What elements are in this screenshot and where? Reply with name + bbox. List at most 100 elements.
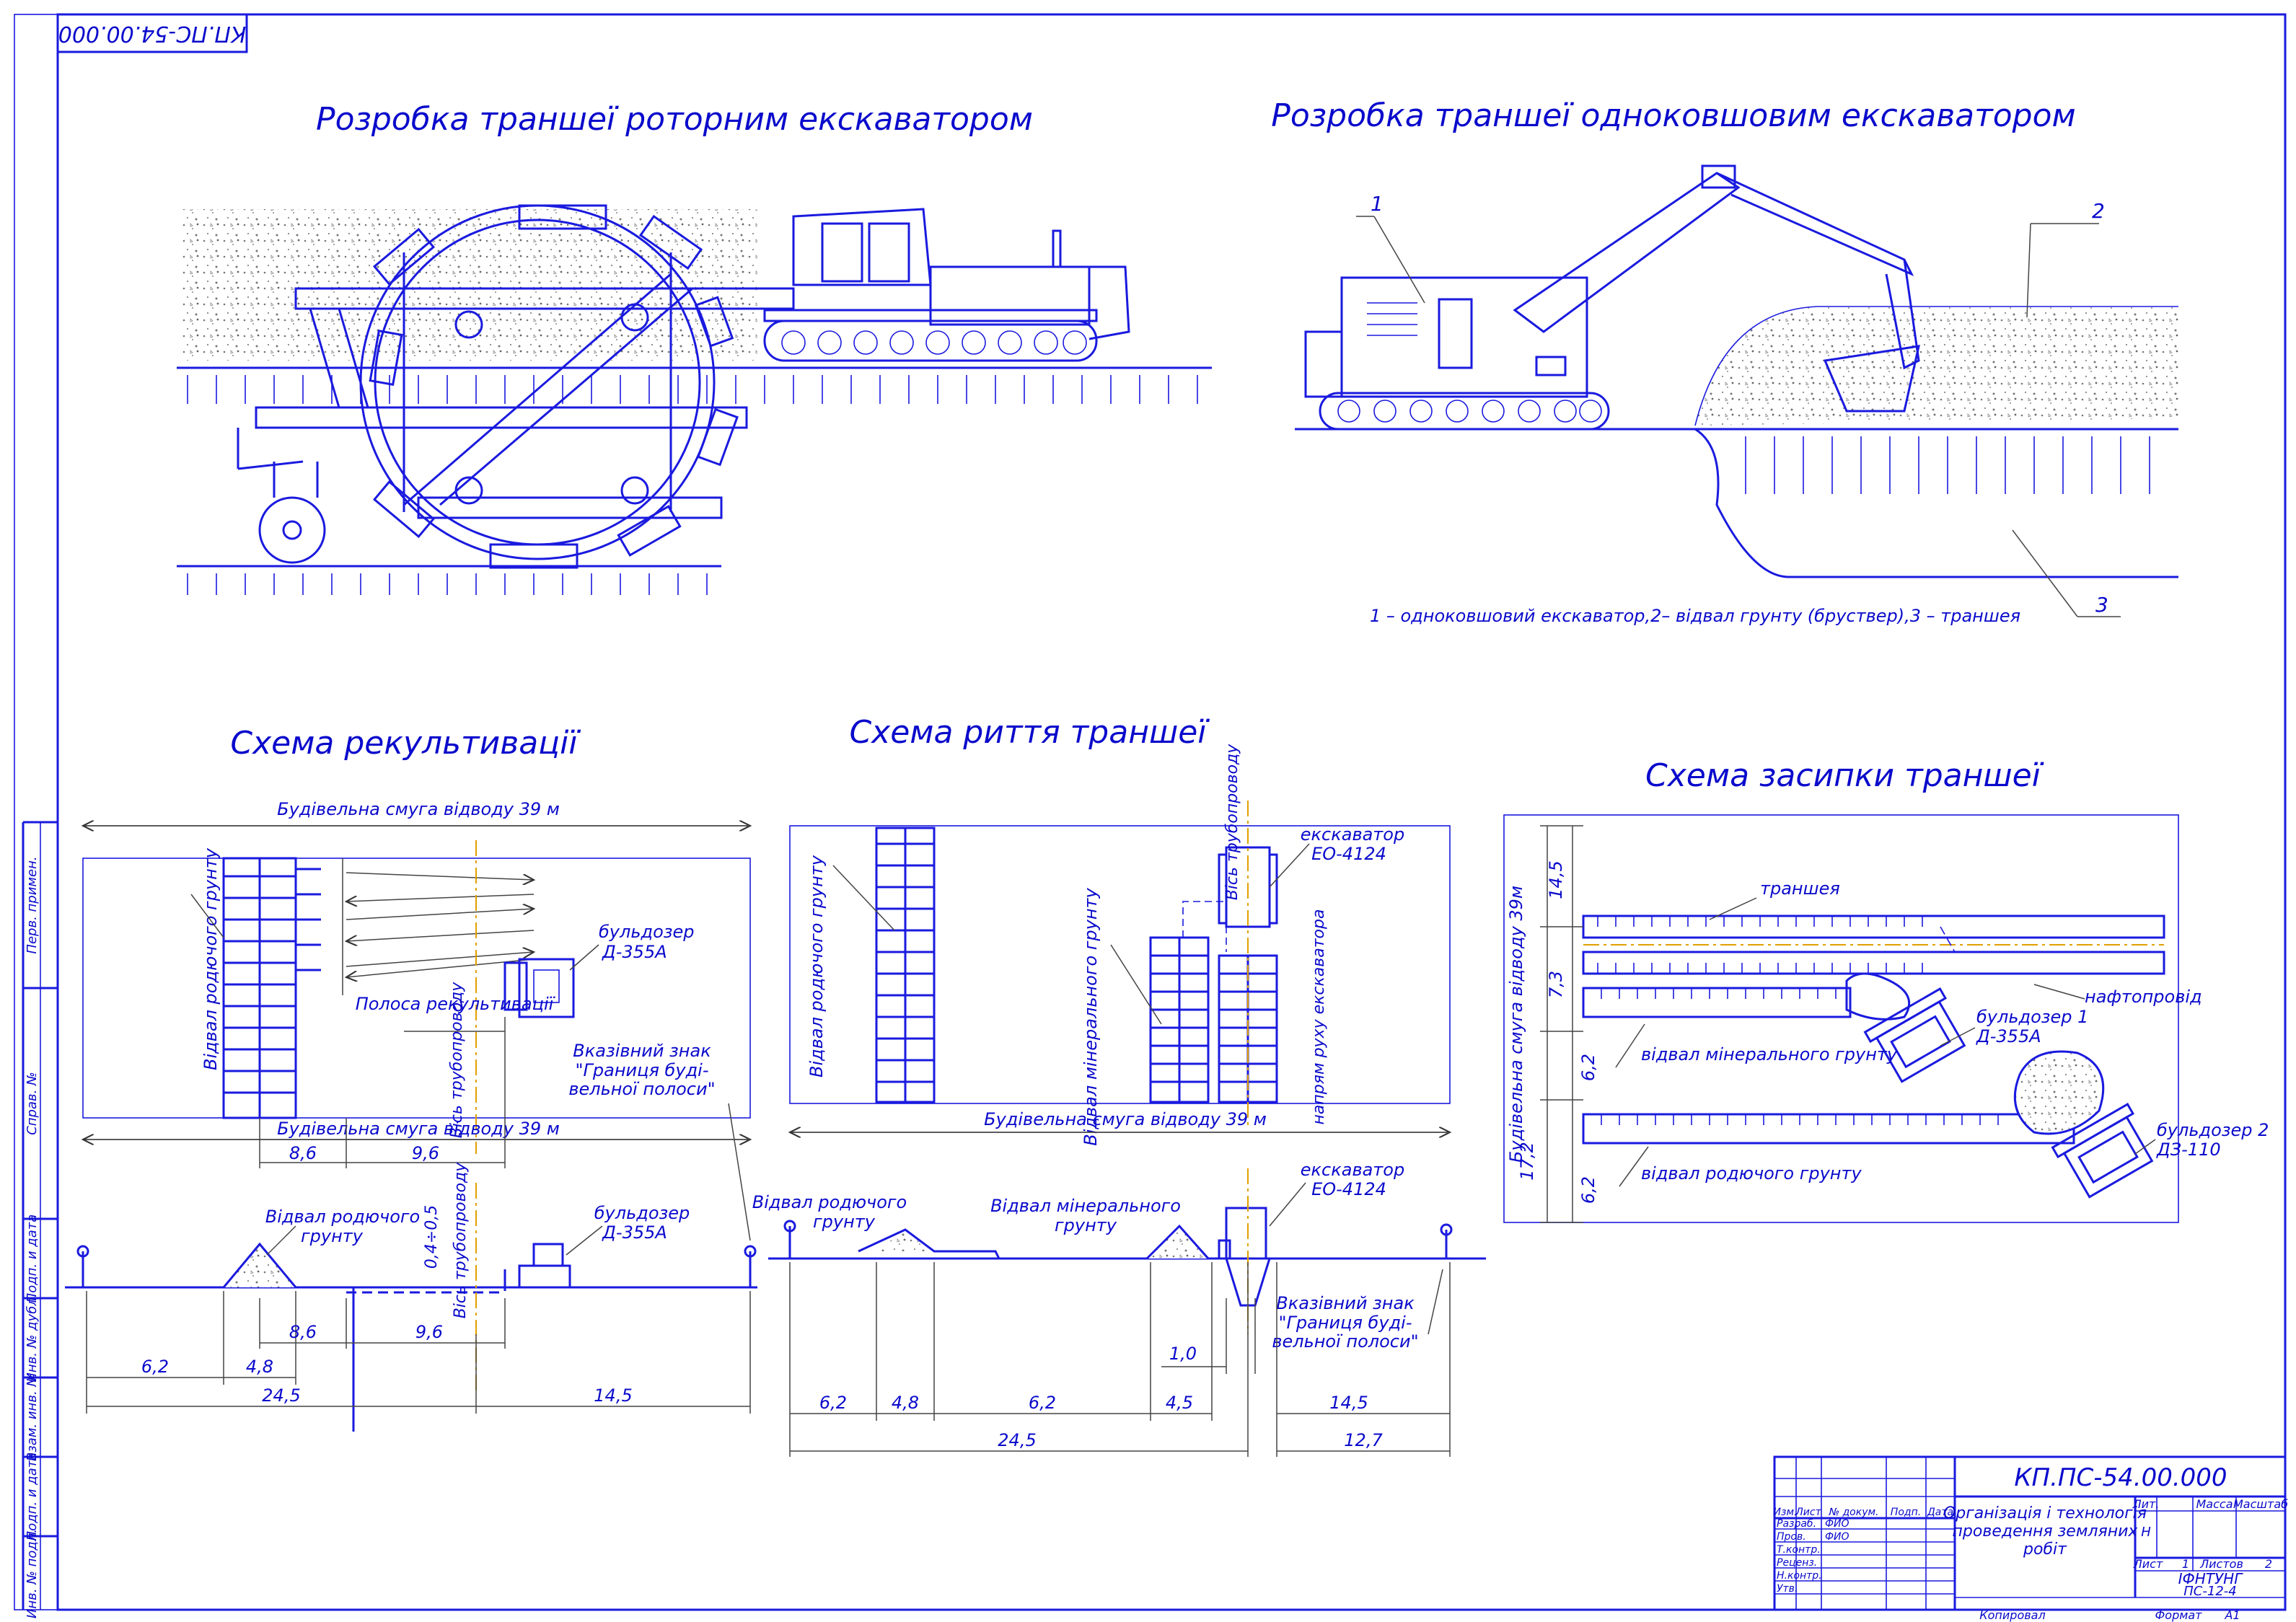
side-stamp-sign-date: Подп. и дата xyxy=(25,1215,40,1303)
dig-prof-mineral2: грунту xyxy=(1055,1215,1117,1235)
backfill-dim-17-2: 17,2 xyxy=(1517,1142,1537,1180)
rotary-excavator-drawing xyxy=(177,204,1212,595)
dig-excavator-model: ЕО-4124 xyxy=(1311,844,1386,864)
dig-dim-6-2b: 6,2 xyxy=(1029,1393,1056,1413)
recult-strip-bottom: Будівельна смуга відводу 39 м xyxy=(277,1119,560,1139)
title-block: КП.ПС-54.00.000 Організація і технологія… xyxy=(1773,1455,2288,1622)
recult-prof-depth: 0,4÷0,5 xyxy=(423,1205,441,1269)
side-stamp-sign-date-2: Подп. и дата xyxy=(25,1453,40,1541)
dig-prof-excavator: екскаватор xyxy=(1301,1160,1404,1180)
tb-h-doc: № докум. xyxy=(1828,1507,1878,1518)
dig-dim-14-5: 14,5 xyxy=(1329,1393,1368,1413)
backfill-dim-6-2a: 6,2 xyxy=(1578,1054,1598,1081)
tb-name2: проведення земляних xyxy=(1953,1522,2139,1541)
dig-prof-excavator-model: ЕО-4124 xyxy=(1311,1179,1386,1199)
backfill-bulldozer2-model: ДЗ-110 xyxy=(2156,1140,2221,1160)
dig-dim-24-5: 24,5 xyxy=(998,1430,1036,1450)
tb-copied: Копировал xyxy=(1979,1608,2045,1622)
tb-org1: ІФНТУНГ xyxy=(2178,1570,2244,1587)
dig-dim-6-2a: 6,2 xyxy=(819,1393,847,1413)
backfill-dim-7-3: 7,3 xyxy=(1546,971,1566,998)
side-stamp-ref: Справ. № xyxy=(25,1072,40,1135)
title-rotary: Розробка траншеї роторним екскаватором xyxy=(316,101,1033,138)
side-stamp-replace: Взам. инв. № xyxy=(25,1373,40,1461)
recult-pdim-8-6: 8,6 xyxy=(289,1322,317,1342)
tb-mass: Масса xyxy=(2196,1497,2233,1511)
recult-pdim-6-2: 6,2 xyxy=(141,1357,169,1377)
tb-sheet-val: 1 xyxy=(2182,1557,2189,1571)
dig-dim-4-5: 4,5 xyxy=(1166,1393,1193,1413)
label-n3: 3 xyxy=(2095,593,2108,617)
recult-topsoil-dump: Відвал родючого грунту xyxy=(201,847,221,1070)
label-n1: 1 xyxy=(1371,192,1384,216)
title-single-bucket: Розробка траншеї одноковшовим екскаватор… xyxy=(1271,97,2075,134)
dig-sign-text: "Границя буді- xyxy=(1279,1313,1412,1333)
backfill-dim-14-5: 14,5 xyxy=(1546,860,1566,899)
side-stamp-orig: Инв. № подл. xyxy=(25,1529,40,1618)
tb-code: КП.ПС-54.00.000 xyxy=(2014,1463,2227,1492)
backfill-bulldozer1-model: Д-355А xyxy=(1976,1026,2041,1046)
recult-sign-text2: вельної полоси" xyxy=(568,1079,715,1099)
side-stamp: Перв. примен. Справ. № Подп. и дата Инв.… xyxy=(22,821,58,1618)
dig-excavator: екскаватор xyxy=(1301,824,1404,845)
tb-fio2: ФИО xyxy=(1825,1531,1849,1543)
title-backfill: Схема засипки траншеї xyxy=(1645,757,2044,794)
tb-org2: ПС-12-4 xyxy=(2183,1584,2236,1599)
tb-r-razrab: Разраб. xyxy=(1777,1518,1816,1530)
recult-dim-9-6: 9,6 xyxy=(412,1143,439,1163)
label-n2: 2 xyxy=(2092,199,2105,223)
tb-name1: Організація і технологія xyxy=(1943,1504,2147,1522)
tb-format-val: А1 xyxy=(2224,1608,2240,1622)
recult-dim-8-6: 8,6 xyxy=(289,1143,317,1163)
recult-prof-dump2: грунту xyxy=(301,1226,364,1246)
tb-sheets: Листов xyxy=(2199,1557,2243,1571)
recult-bulldozer-model: Д-355А xyxy=(602,942,667,962)
tb-h-sign: Подп. xyxy=(1891,1507,1921,1518)
dig-mineral-dump: Відвал мінерального грунту xyxy=(1081,887,1101,1145)
tb-format: Формат xyxy=(2155,1608,2203,1622)
dig-sign: Вказівний знак xyxy=(1276,1293,1415,1313)
backfill-plan: Будівельна смуга відводу 39м 14,5 7,3 6,… xyxy=(1503,814,2269,1223)
tb-h-list: Лист xyxy=(1795,1507,1821,1518)
dig-prof-topsoil2: грунту xyxy=(813,1212,876,1232)
tb-r-recenz: Реценз. xyxy=(1777,1557,1817,1569)
backfill-strip: Будівельна смуга відводу 39м xyxy=(1506,886,1526,1163)
dig-topsoil-dump: Відвал родючого грунту xyxy=(806,855,827,1077)
tb-sheet: Лист xyxy=(2133,1557,2163,1571)
dig-prof-topsoil: Відвал родючого xyxy=(752,1192,907,1212)
top-stamp: КП.ПС-54.00.000 xyxy=(56,13,248,53)
single-bucket-drawing: 1 2 3 1 – одноковшовий екскаватор,2– від… xyxy=(1295,164,2178,626)
tb-r-utv: Утв. xyxy=(1777,1583,1798,1595)
recult-sign: Вказівний знак xyxy=(573,1041,711,1061)
tb-r-tkontr: Т.контр. xyxy=(1777,1544,1821,1556)
recult-prof-dump: Відвал родючого xyxy=(265,1207,420,1227)
tb-lit-val: Н xyxy=(2141,1525,2151,1540)
recult-pipe-axis: Вісь трубопроводу xyxy=(448,982,466,1139)
dig-strip: Будівельна смуга відводу 39 м xyxy=(984,1109,1267,1129)
tb-h-date: Дата xyxy=(1927,1507,1953,1518)
dig-direction: напрям руху екскаватора xyxy=(1310,909,1328,1125)
recult-pdim-24-5: 24,5 xyxy=(262,1385,300,1406)
recult-strip-top: Будівельна смуга відводу 39 м xyxy=(277,799,560,819)
dig-dim-4-8: 4,8 xyxy=(892,1393,919,1413)
recult-prof-bulldozer-model: Д-355А xyxy=(602,1222,667,1243)
recultivation-profile: Відвал родючого грунту 0,4÷0,5 Вісь труб… xyxy=(65,1162,757,1432)
dig-sign-text2: вельної полоси" xyxy=(1272,1331,1418,1352)
backfill-trench: траншея xyxy=(1760,878,1840,899)
recult-pdim-4-8: 4,8 xyxy=(246,1357,273,1377)
inner-frame xyxy=(56,13,2287,1611)
tb-fio1: ФИО xyxy=(1825,1518,1849,1530)
backfill-pipeline: нафтопровід xyxy=(2085,987,2202,1007)
side-stamp-first-use: Перв. примен. xyxy=(25,856,40,953)
tb-name3: робіт xyxy=(2023,1541,2067,1559)
digging-profile: Відвал родючого грунту Відвал мінерально… xyxy=(752,1160,1486,1457)
title-digging: Схема риття траншеї xyxy=(849,714,1210,751)
recult-pdim-14-5: 14,5 xyxy=(594,1385,632,1406)
tb-scale: Масштаб xyxy=(2233,1497,2288,1511)
excavator-legend: 1 – одноковшовий екскаватор,2– відвал гр… xyxy=(1370,606,2020,626)
title-recultivation: Схема рекультивації xyxy=(230,725,581,762)
recult-bulldozer: бульдозер xyxy=(599,922,695,942)
tb-lit: Лит. xyxy=(2132,1497,2160,1511)
